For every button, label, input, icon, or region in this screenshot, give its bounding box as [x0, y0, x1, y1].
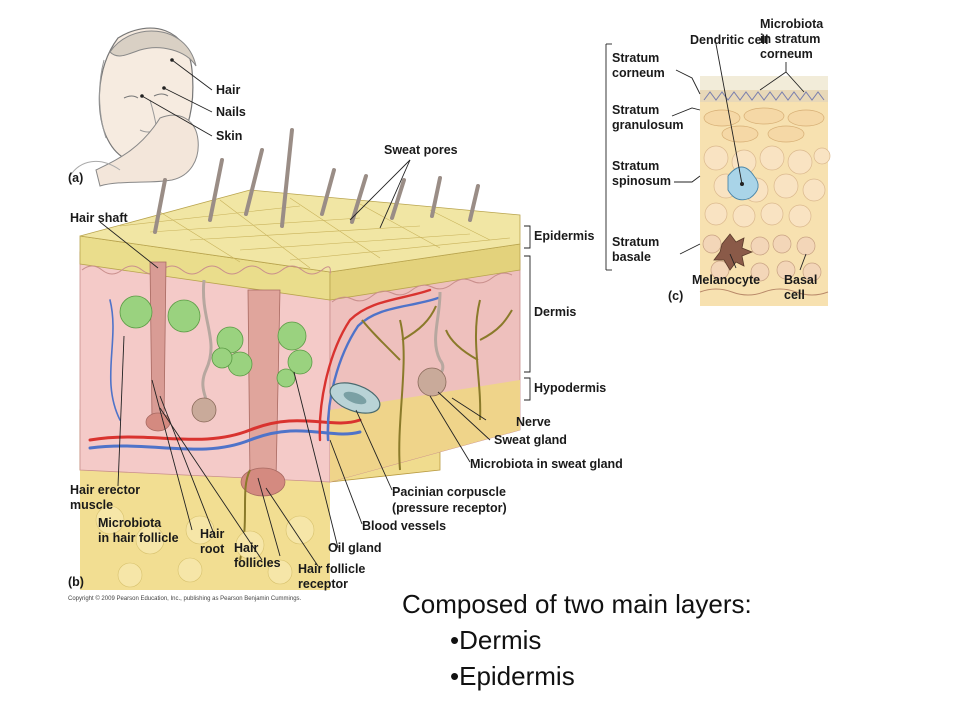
- label-nerve: Nerve: [516, 415, 551, 429]
- label-sweat-pores: Sweat pores: [384, 143, 458, 157]
- panel-c-illustration: [605, 43, 831, 306]
- label-skin: Skin: [216, 129, 242, 143]
- label-dendritic-cell: Dendritic cell: [690, 33, 769, 47]
- label-stratum-spinosum: Stratum: [612, 159, 659, 173]
- label-nails: Nails: [216, 105, 246, 119]
- label-blood-vessels: Blood vessels: [362, 519, 446, 533]
- label-microbiota-stratum-3: corneum: [760, 47, 813, 61]
- label-hair: Hair: [216, 83, 240, 97]
- copyright-text: Copyright © 2009 Pearson Education, Inc.…: [68, 595, 302, 602]
- panel-b-illustration: [79, 128, 531, 590]
- label-basal-cell-2: cell: [784, 288, 805, 302]
- label-hair-follicles: Hair: [234, 541, 258, 555]
- label-stratum-spinosum-2: spinosum: [612, 174, 671, 188]
- label-hair-erector: Hair erector: [70, 483, 140, 497]
- label-hair-follicle-receptor-2: receptor: [298, 577, 348, 591]
- label-hair-root-2: root: [200, 542, 225, 556]
- label-dermis: Dermis: [534, 305, 576, 319]
- panel-a-illustration: [69, 27, 213, 187]
- label-microbiota-sweat-gland: Microbiota in sweat gland: [470, 457, 623, 471]
- label-stratum-basale: Stratum: [612, 235, 659, 249]
- label-epidermis: Epidermis: [534, 229, 594, 243]
- caption-heading: Composed of two main layers:: [402, 589, 752, 619]
- label-stratum-granulosum-2: granulosum: [612, 118, 684, 132]
- label-oil-gland: Oil gland: [328, 541, 381, 555]
- label-pacinian-corpuscle: Pacinian corpuscle: [392, 485, 506, 499]
- label-pressure-receptor: (pressure receptor): [392, 501, 507, 515]
- label-hair-erector-muscle: muscle: [70, 498, 113, 512]
- label-sweat-gland: Sweat gland: [494, 433, 567, 447]
- label-basal-cell: Basal: [784, 273, 817, 287]
- label-hair-follicles-2: follicles: [234, 556, 281, 570]
- label-melanocyte: Melanocyte: [692, 273, 760, 287]
- label-hypodermis: Hypodermis: [534, 381, 606, 395]
- caption-bullet-epidermis: •Epidermis: [450, 661, 575, 691]
- label-microbiota-stratum: Microbiota: [760, 17, 824, 31]
- label-microbiota-follicle-2: in hair follicle: [98, 531, 179, 545]
- panel-c-tag: (c): [668, 289, 683, 303]
- caption-bullet-dermis: •Dermis: [450, 625, 542, 655]
- label-stratum-corneum-2: corneum: [612, 66, 665, 80]
- caption: Composed of two main layers: •Dermis •Ep…: [402, 586, 752, 694]
- label-hair-root: Hair: [200, 527, 224, 541]
- label-microbiota-follicle: Microbiota: [98, 516, 162, 530]
- panel-b-tag: (b): [68, 575, 84, 589]
- label-stratum-basale-2: basale: [612, 250, 651, 264]
- label-stratum-corneum: Stratum: [612, 51, 659, 65]
- panel-a-tag: (a): [68, 171, 83, 185]
- label-hair-follicle-receptor: Hair follicle: [298, 562, 365, 576]
- label-microbiota-stratum-2: in stratum: [760, 32, 820, 46]
- label-hair-shaft: Hair shaft: [70, 211, 128, 225]
- label-stratum-granulosum: Stratum: [612, 103, 659, 117]
